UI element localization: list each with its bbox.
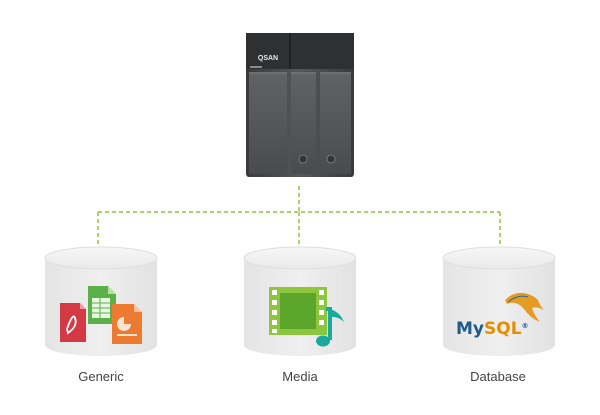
drive-bay-2	[291, 72, 316, 174]
mysql-logo-text: MySQL®	[456, 319, 529, 339]
music-note-icon	[316, 307, 344, 347]
mysql-registered-mark: ®	[522, 322, 529, 330]
nas-storage-device-icon: QSAN	[246, 33, 354, 177]
mysql-text-my: My	[456, 319, 484, 339]
label-database: Database	[470, 369, 526, 384]
bay-lock-icon	[326, 154, 336, 164]
film-strip-icon	[269, 287, 327, 335]
pdf-icon	[60, 303, 86, 342]
mysql-dolphin-logo	[505, 292, 544, 322]
presentation-icon	[112, 304, 142, 344]
bay-lock-icon	[298, 154, 308, 164]
label-media: Media	[282, 369, 318, 384]
device-brand-label: QSAN	[258, 55, 278, 62]
spreadsheet-icon	[88, 286, 116, 324]
drive-bay-3	[320, 72, 351, 174]
drive-bay-1	[249, 72, 287, 174]
storage-cylinder-database	[442, 246, 556, 356]
connector-lines	[97, 186, 501, 244]
label-generic: Generic	[78, 369, 124, 384]
mysql-text-sql: SQL	[484, 319, 522, 339]
